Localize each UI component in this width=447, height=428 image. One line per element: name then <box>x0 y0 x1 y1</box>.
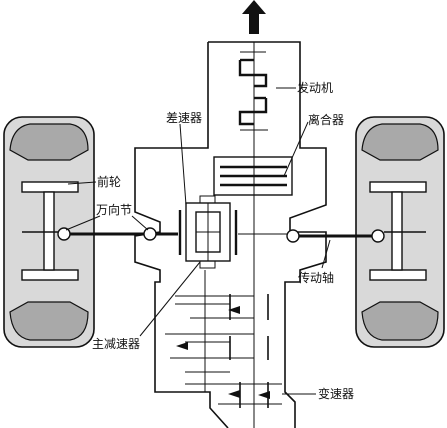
front-wheel-left <box>3 116 95 348</box>
label-engine: 发动机 <box>297 80 333 95</box>
label-differential: 差速器 <box>166 111 202 125</box>
drive-shafts <box>70 232 374 238</box>
label-final-drive: 主减速器 <box>92 337 140 351</box>
clutch-assembly <box>213 148 293 205</box>
differential-assembly <box>178 195 238 269</box>
label-clutch: 离合器 <box>308 112 344 127</box>
housing-outline <box>134 41 327 428</box>
gearbox-gears <box>165 294 282 408</box>
front-wheel-right <box>355 116 445 348</box>
engine-crankshaft <box>238 42 268 148</box>
label-front-wheel: 前轮 <box>97 174 121 189</box>
label-drive-shaft: 传动轴 <box>298 270 334 285</box>
label-universal-joint: 万向节 <box>96 202 132 217</box>
universal-joint-icon <box>57 227 385 243</box>
forward-arrow-icon <box>242 0 266 34</box>
label-gearbox: 变速器 <box>318 386 354 401</box>
leader-lines <box>65 87 331 395</box>
